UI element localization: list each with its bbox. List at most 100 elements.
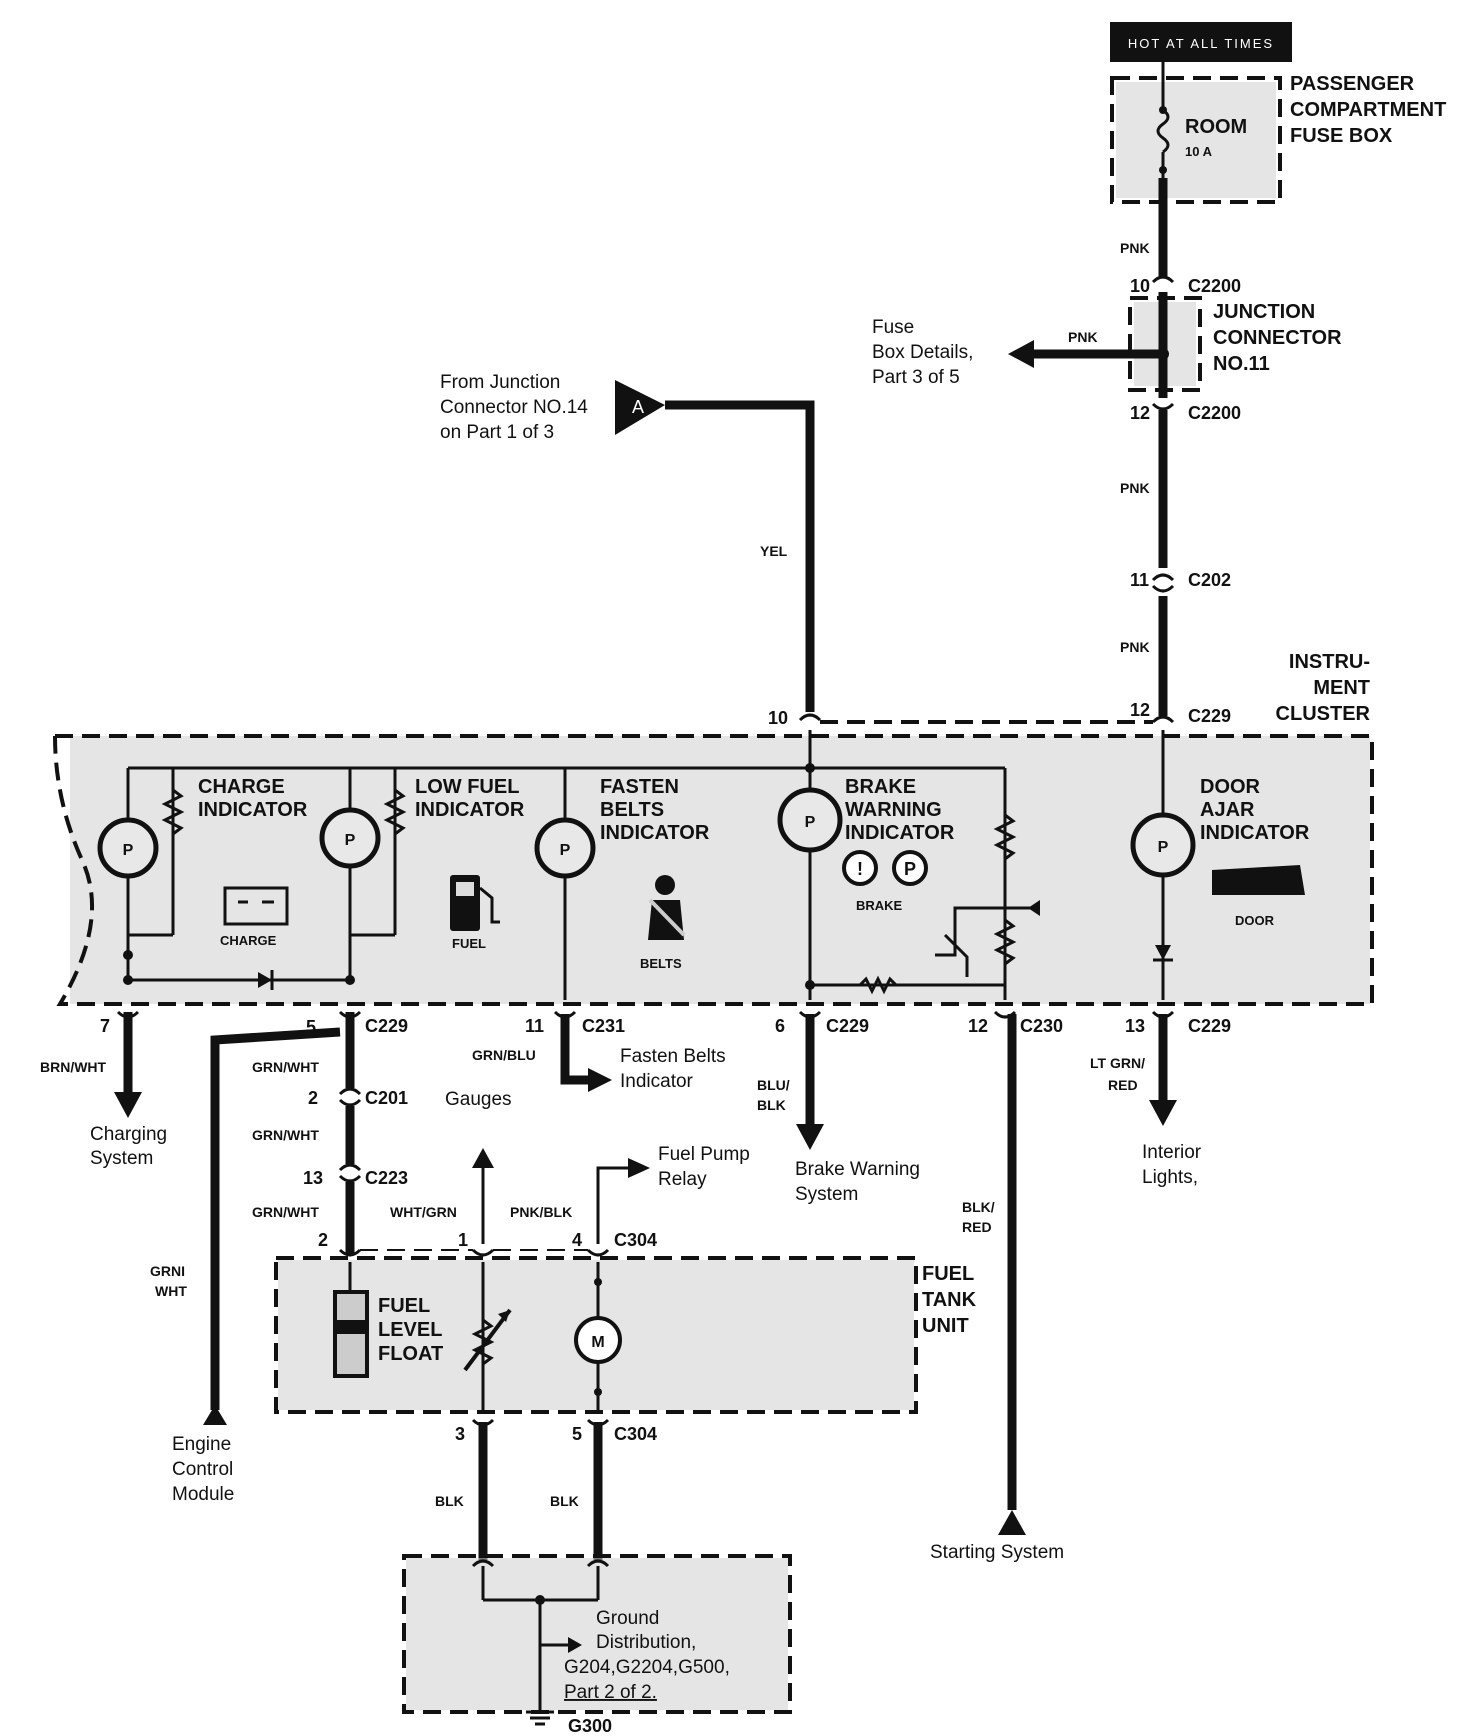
parking-brake-icon [892,850,928,886]
connector-label-c231: C231 [582,1016,625,1036]
fuel-pump-relay-2: Relay [658,1169,707,1190]
low-fuel-indicator-2: INDICATOR [415,799,525,821]
wire-label-blu-blk-2: BLK [757,1097,786,1113]
from-junction-2: Connector NO.14 [440,397,588,418]
arrow-down-icon [1149,1100,1177,1126]
brake-indicator-1: BRAKE [845,776,916,798]
brake-bulb-icon [777,787,843,853]
icon-label-charge: CHARGE [220,933,277,948]
connector-label-c229-13: C229 [1188,1016,1231,1036]
connector-label-c229-6: C229 [826,1016,869,1036]
wire-label-grni-2: WHT [155,1283,187,1299]
wire-label-grn-wht-1: GRN/WHT [252,1059,319,1075]
wire-label-brn-wht: BRN/WHT [40,1059,107,1075]
wire-label-lt-grn-2: RED [1108,1077,1138,1093]
transistor-icon [943,933,969,977]
connector-c2200-top [1151,275,1175,284]
interior-lights-1: Interior [1142,1142,1202,1163]
door-indicator-1: DOOR [1200,776,1261,798]
door-bulb-icon [1130,812,1196,878]
junction-title-2: CONNECTOR [1213,327,1342,349]
connector-label-c304-bottom: C304 [614,1424,657,1444]
ecm-2: Control [172,1459,233,1480]
wire-label-grn-blu: GRN/BLU [472,1047,536,1063]
from-junction-3: on Part 1 of 3 [440,422,554,443]
brake-exclaim-icon [842,850,878,886]
fuse-details-2: Box Details, [872,342,973,363]
icon-label-belts: BELTS [640,956,682,971]
junction-title-1: JUNCTION [1213,301,1315,323]
fuel-tank-outline [274,1256,918,1414]
connector-c2200-bottom [1151,402,1175,411]
connector-label-c202: C202 [1188,570,1231,590]
charge-indicator-1: CHARGE [198,776,285,798]
yel-wire [665,400,815,712]
cluster-title-3: CLUSTER [1276,703,1371,725]
float-label-2: LEVEL [378,1319,442,1341]
charge-bulb-2-icon [319,807,381,869]
wire-label-pnk-3: PNK [1120,639,1150,655]
connector-label-c304-top: C304 [614,1230,657,1250]
wire-label-pnk-blk: PNK/BLK [510,1204,572,1220]
starting-system: Starting System [930,1542,1064,1563]
arrow-up-icon [998,1510,1026,1535]
wire-label-grn-wht-3: GRN/WHT [252,1204,319,1220]
connector-c229-door-top [1151,715,1175,724]
belts-indicator-1: FASTEN [600,776,679,798]
pin-1: 1 [458,1230,468,1250]
wire-label-pnk-2: PNK [1120,480,1150,496]
g300-label: G300 [568,1716,612,1736]
pin-4: 4 [572,1230,582,1250]
pin-12-c229: 12 [1130,700,1150,720]
ground-dist-4: Part 2 of 2. [564,1682,657,1703]
belts-bulb-icon [534,817,596,879]
pin-13: 13 [1125,1016,1145,1036]
wire-label-blk-red-1: BLK/ [962,1199,995,1215]
connector-label-c2200-top: C2200 [1188,276,1241,296]
resistor-icon [383,788,407,836]
wire-label-wht-grn: WHT/GRN [390,1204,457,1220]
wire-label-grn-wht-2: GRN/WHT [252,1127,319,1143]
pin-5: 5 [306,1017,316,1037]
resistor-icon [161,788,185,836]
float-label-1: FUEL [378,1295,430,1317]
connector-a-icon [615,380,665,435]
low-fuel-indicator-1: LOW FUEL [415,776,519,798]
brake-system-2: System [795,1184,858,1205]
wire-label-yel: YEL [760,543,788,559]
pin-2-c304: 2 [318,1230,328,1250]
icon-label-brake: BRAKE [856,898,903,913]
charging-system-2: System [90,1148,153,1169]
junction-title-3: NO.11 [1213,353,1270,375]
fuse-name: ROOM [1185,116,1247,138]
connector-c202-top [1151,573,1175,582]
belts-indicator-2: BELTS [600,799,664,821]
ecm-1: Engine [172,1434,231,1455]
float-label-3: FLOAT [378,1343,443,1365]
pin-12-top: 12 [1130,403,1150,423]
fuel-tank-title-3: UNIT [922,1315,969,1337]
diode-icon [258,972,272,988]
charge-bulb-icon [97,817,159,879]
ground-distribution-outline [402,1554,792,1714]
svg-text:!: ! [857,859,863,879]
arrow-right-icon [628,1158,650,1178]
svg-text:P: P [560,842,571,859]
pin-6: 6 [775,1016,785,1036]
fasten-belts-1: Fasten Belts [620,1046,726,1067]
fuel-tank-title-2: TANK [922,1289,977,1311]
ground-dist-1: Ground [596,1608,659,1629]
wire-label-pnk-branch: PNK [1068,329,1098,345]
wire-label-blu-blk-1: BLU/ [757,1077,790,1093]
pin-7: 7 [100,1016,110,1036]
icon-label-door: DOOR [1235,913,1275,928]
fuse-box-title-2: COMPARTMENT [1290,99,1446,121]
interior-lights-2: Lights, [1142,1167,1198,1188]
connector-a-label: A [632,397,644,417]
arrow-up-icon [203,1405,227,1425]
pin-12-c230: 12 [968,1016,988,1036]
connector-label-c2200-bottom: C2200 [1188,403,1241,423]
connector-label-c229-top: C229 [1188,706,1231,726]
cluster-title-1: INSTRU- [1289,651,1370,673]
